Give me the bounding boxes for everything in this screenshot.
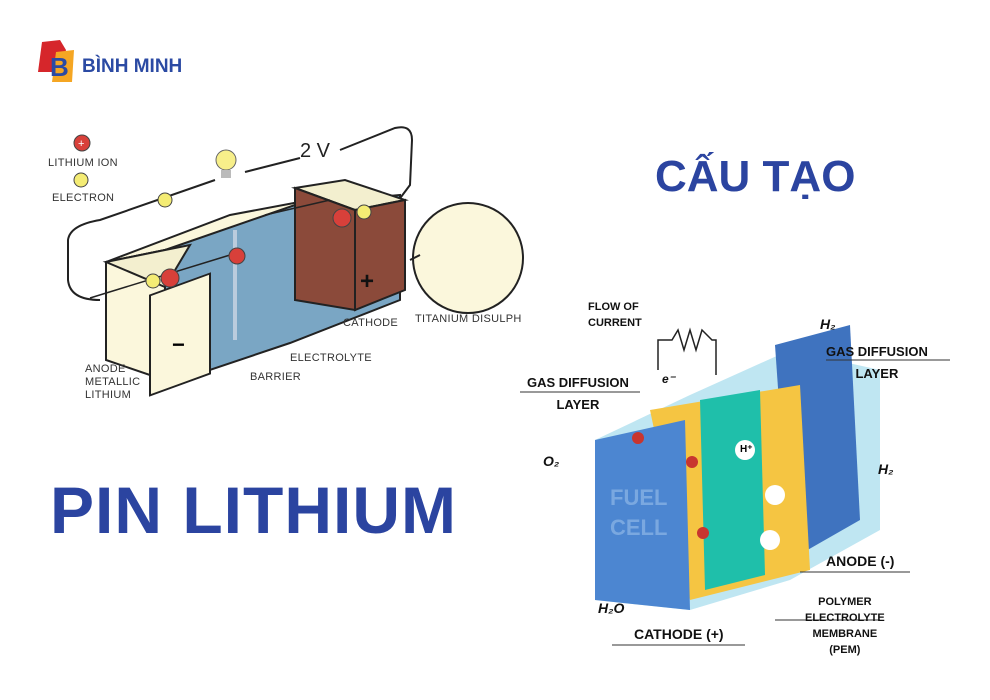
gdl-line: LAYER (556, 397, 600, 412)
fuel-cell-diagram: FUEL CELL (520, 325, 950, 646)
bulb-icon (215, 149, 237, 178)
flow-line: FLOW OF (588, 301, 639, 313)
legend-lithium-ion: LITHIUM ION (48, 157, 118, 169)
gdl-right-label: GAS DIFFUSION LAYER (826, 341, 928, 385)
flow-line: CURRENT (588, 317, 642, 329)
electron-icon (73, 172, 372, 289)
pem-line: ELECTROLYTE (805, 612, 885, 624)
minus-sign: − (172, 332, 185, 357)
lithium-battery-diagram (67, 126, 524, 397)
section-heading: CẤU TẠO (655, 152, 856, 201)
pem-label: POLYMER ELECTROLYTE MEMBRANE (PEM) (805, 594, 885, 658)
barrier-label: BARRIER (250, 371, 301, 383)
legend-electron: ELECTRON (52, 192, 115, 204)
titanium-label: TITANIUM DISULPH (415, 313, 522, 325)
svg-text:CELL: CELL (610, 515, 667, 540)
brand-logo-icon: B (38, 40, 74, 82)
pem-line: MEMBRANE (812, 628, 878, 640)
flow-of-current-label: FLOW OF CURRENT (588, 299, 642, 331)
voltage-label: 2 V (300, 140, 331, 162)
anode-label-fc: ANODE (-) (826, 553, 895, 569)
svg-text:B: B (50, 52, 69, 82)
h2-out-label: H₂ (878, 461, 894, 477)
gdl-line: LAYER (855, 366, 899, 381)
svg-text:FUEL: FUEL (610, 485, 667, 510)
brand-name: BÌNH MINH (82, 56, 183, 77)
electron-label: e⁻ (662, 372, 676, 386)
proton-label: H⁺ (740, 444, 753, 455)
gdl-line: GAS DIFFUSION (527, 375, 629, 390)
anode-line: LITHIUM (85, 389, 132, 401)
cathode-label: CATHODE (343, 317, 399, 329)
gdl-left-label: GAS DIFFUSION LAYER (527, 372, 629, 416)
anode-line: METALLIC (85, 376, 141, 388)
anode-label: ANODE METALLIC LITHIUM (85, 363, 140, 402)
cathode-label-fc: CATHODE (+) (634, 626, 724, 642)
h2o-label: H₂O (598, 600, 625, 616)
electrolyte-label: ELECTROLYTE (290, 352, 372, 364)
gdl-line: GAS DIFFUSION (826, 344, 928, 359)
svg-text:+: + (78, 138, 84, 150)
page-title: PIN LITHIUM (50, 473, 457, 547)
plus-sign: + (360, 268, 375, 295)
h2-in-label: H₂ (820, 316, 836, 332)
pem-line: POLYMER (818, 596, 872, 608)
pem-line: (PEM) (829, 644, 861, 656)
o2-label: O₂ (543, 453, 560, 469)
lithium-ion-icon: + (73, 134, 352, 288)
anode-line: ANODE (85, 363, 126, 375)
